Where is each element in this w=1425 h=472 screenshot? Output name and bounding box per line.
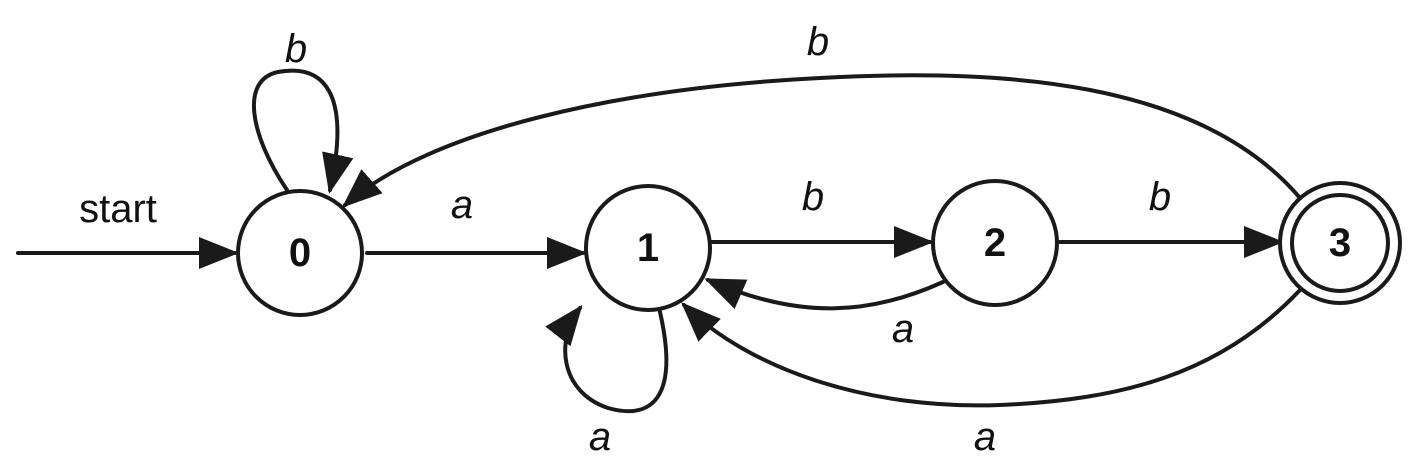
transition-label-0-1: a bbox=[451, 183, 473, 227]
state-label-2: 2 bbox=[984, 221, 1006, 265]
state-1: 1 bbox=[584, 184, 712, 312]
transition-label-0-0: b bbox=[285, 27, 307, 71]
state-label-3: 3 bbox=[1329, 221, 1351, 265]
state-3-accepting: 3 bbox=[1278, 181, 1402, 305]
transition-label-3-0: b bbox=[807, 20, 829, 64]
transition-2-1 bbox=[704, 278, 945, 311]
transition-3-1 bbox=[681, 288, 1302, 408]
transition-1-1 bbox=[545, 304, 669, 414]
transition-0-0 bbox=[251, 68, 354, 194]
transition-label-2-3: b bbox=[1149, 175, 1171, 219]
transition-label-1-1: a bbox=[589, 415, 611, 459]
transition-label-2-1: a bbox=[892, 307, 914, 351]
start-label: start bbox=[79, 187, 157, 231]
transition-3-0 bbox=[341, 73, 1302, 208]
transition-label-3-1: a bbox=[974, 415, 996, 459]
state-2: 2 bbox=[931, 179, 1059, 307]
state-label-0: 0 bbox=[289, 231, 311, 275]
state-label-1: 1 bbox=[637, 226, 659, 270]
state-0: 0 bbox=[236, 189, 364, 317]
transition-label-1-2: b bbox=[802, 175, 824, 219]
